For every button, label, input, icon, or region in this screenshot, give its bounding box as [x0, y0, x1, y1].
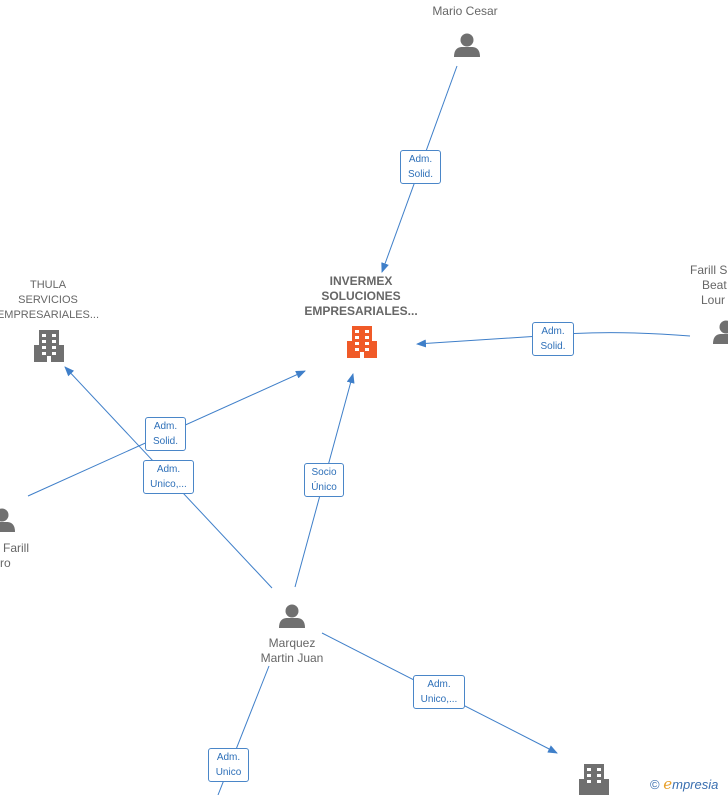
- mario-person-icon[interactable]: [454, 33, 480, 58]
- thula-building-icon[interactable]: [34, 330, 64, 362]
- relation-label-marquez-bottom-company[interactable]: Adm. Unico,...: [413, 675, 465, 709]
- center-company-label[interactable]: INVERMEX SOLUCIONES EMPRESARIALES...: [304, 274, 418, 318]
- center-company-icon[interactable]: [347, 326, 377, 358]
- bottom-company-building-icon[interactable]: [579, 764, 609, 795]
- relation-label-farill-right-center[interactable]: Adm. Solid.: [532, 322, 574, 356]
- farill-right-label[interactable]: Farill S Beat Lour: [690, 263, 728, 307]
- marquez-person-icon[interactable]: [279, 604, 305, 629]
- farill-right-person-icon[interactable]: [713, 320, 728, 345]
- relation-label-mario-center[interactable]: Adm. Solid.: [400, 150, 441, 184]
- mario-label[interactable]: Mario Cesar: [432, 4, 498, 18]
- relation-label-marquez-center[interactable]: Socio Único: [304, 463, 344, 497]
- edges: [27, 65, 691, 795]
- relation-label-bottom-marquez[interactable]: Adm. Unico: [208, 748, 249, 782]
- farill-left-person-icon[interactable]: [0, 508, 15, 533]
- marquez-label[interactable]: Marquez Martin Juan: [260, 636, 324, 665]
- empresia-logo: © empresia: [650, 775, 719, 793]
- thula-label[interactable]: THULA SERVICIOS EMPRESARIALES...: [0, 279, 100, 321]
- relation-label-farill-left-center[interactable]: Adm. Solid.: [145, 417, 186, 451]
- farill-left-label[interactable]: Farill ro: [0, 541, 29, 570]
- relation-label-marquez-thula[interactable]: Adm. Unico,...: [143, 460, 194, 494]
